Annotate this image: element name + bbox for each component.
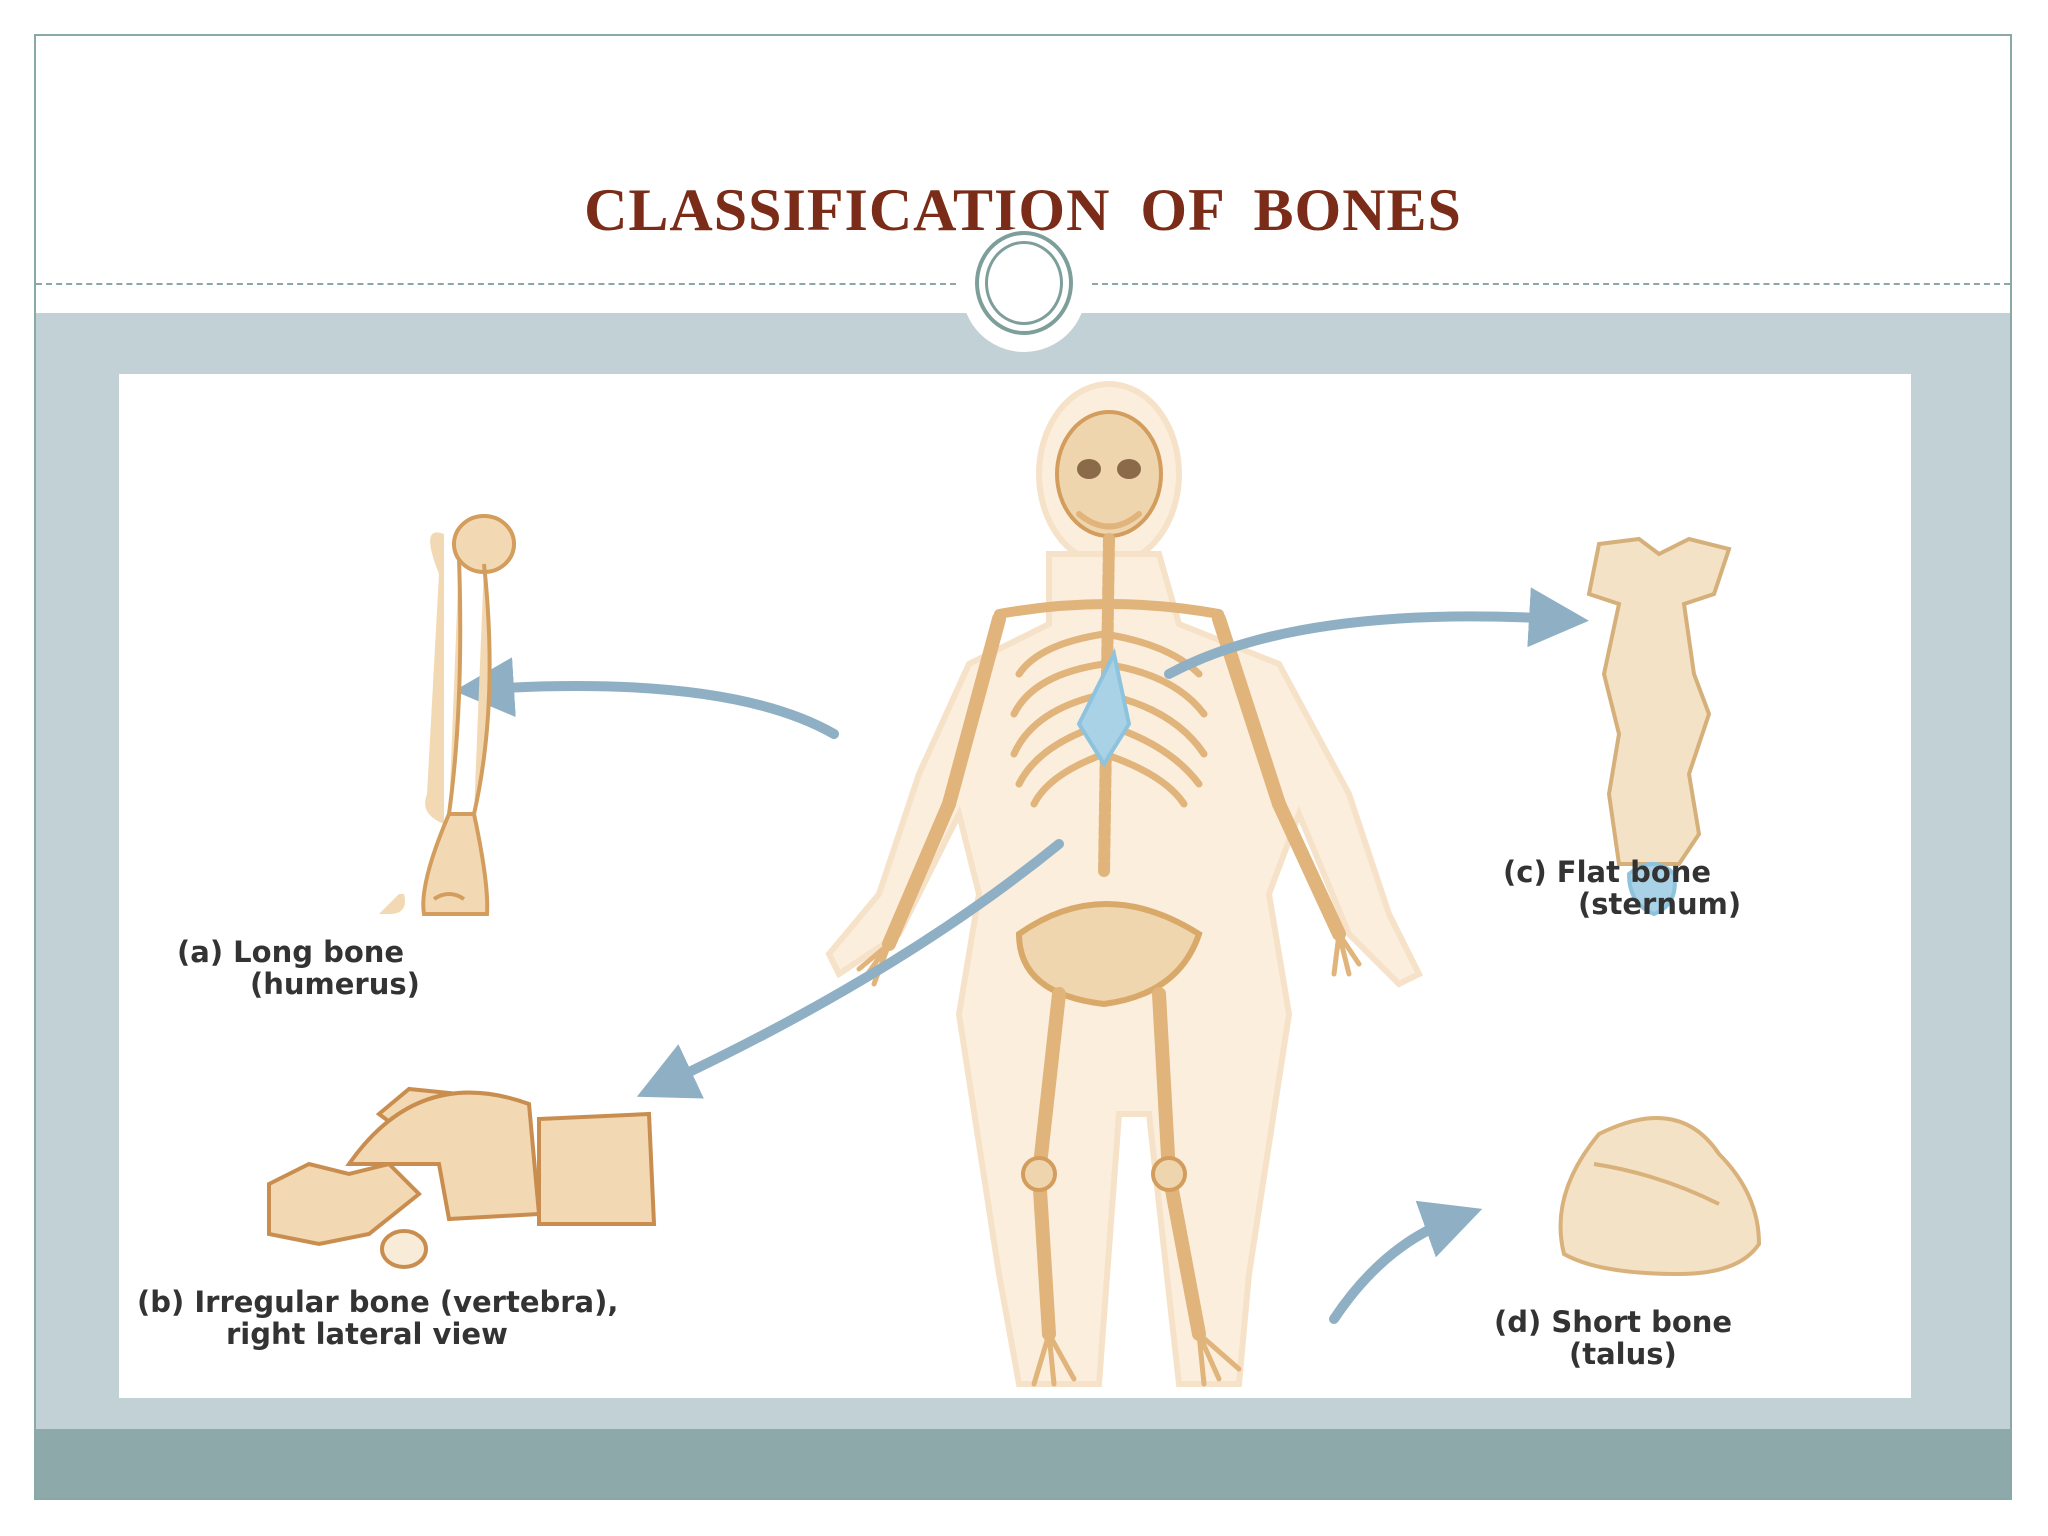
talus-short-bone	[1558, 1116, 1762, 1277]
label-short-bone: (d) Short bone (talus)	[1494, 1306, 1732, 1370]
label-flat-bone-line1: (c) Flat bone	[1503, 855, 1712, 889]
label-flat-bone-line2: (sternum)	[1578, 887, 1742, 921]
label-irregular-bone-line1: (b) Irregular bone (vertebra),	[137, 1285, 619, 1319]
label-flat-bone: (c) Flat bone (sternum)	[1503, 856, 1741, 920]
humerus-long-bone	[379, 514, 516, 916]
arrow-to-irregular-bone	[636, 839, 1064, 1099]
skeleton	[856, 410, 1362, 1387]
label-short-bone-line2: (talus)	[1569, 1337, 1677, 1371]
bone-classification-figure: (a) Long bone (humerus) (b) Irregular bo…	[119, 374, 1911, 1398]
pointer-arrows	[454, 587, 1589, 1324]
label-irregular-bone: (b) Irregular bone (vertebra), right lat…	[137, 1286, 618, 1350]
medallion-inner-ring	[985, 241, 1063, 325]
arrow-to-short-bone	[1329, 1200, 1483, 1324]
label-irregular-bone-line2: right lateral view	[226, 1317, 508, 1351]
label-long-bone-line2: (humerus)	[250, 967, 420, 1001]
arrow-to-long-bone	[454, 657, 839, 739]
label-long-bone-line1: (a) Long bone	[177, 935, 405, 969]
vertebra-irregular-bone	[267, 1086, 657, 1269]
sternum-flat-bone	[1586, 536, 1732, 917]
title-divider-left	[36, 283, 956, 285]
title-divider-right	[1092, 283, 2010, 285]
arrow-to-flat-bone	[1164, 587, 1589, 679]
footer-bar	[36, 1429, 2010, 1498]
label-short-bone-line1: (d) Short bone	[1494, 1305, 1733, 1339]
label-long-bone: (a) Long bone (humerus)	[177, 936, 420, 1000]
